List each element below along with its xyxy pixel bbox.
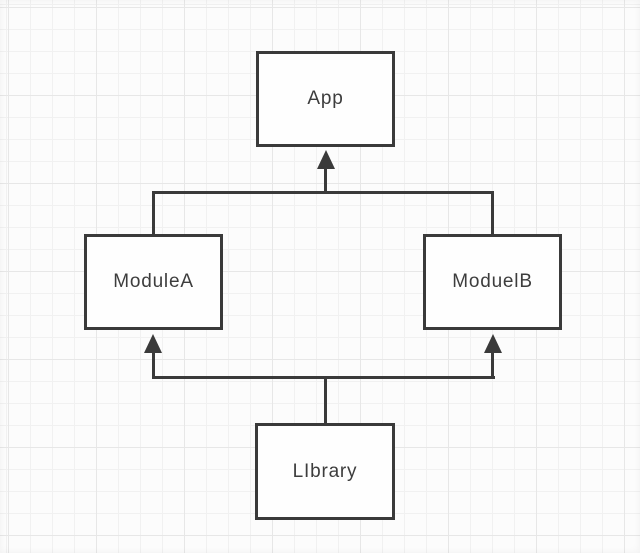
edge-library-to-modules-horizontal <box>152 376 495 379</box>
arrowhead-into-modulea-icon <box>144 334 162 353</box>
arrowhead-into-app-icon <box>317 150 335 169</box>
node-library-label: LIbrary <box>292 460 358 482</box>
node-modulea-label: ModuleA <box>113 271 194 292</box>
arrowhead-into-moduelb-icon <box>484 334 502 353</box>
node-app-label: App <box>307 88 344 109</box>
node-library: LIbrary <box>255 423 395 520</box>
edge-to-modulea-vertical <box>152 351 155 379</box>
edge-from-modulea-vertical <box>152 191 155 236</box>
edge-from-library-vertical <box>324 376 327 425</box>
edge-to-moduelb-vertical <box>491 351 494 379</box>
node-moduelb: ModuelB <box>423 234 562 330</box>
edge-from-moduelb-vertical <box>491 191 494 236</box>
node-app: App <box>256 51 395 147</box>
edge-to-app-vertical <box>324 166 327 194</box>
node-modulea: ModuleA <box>84 234 223 330</box>
edge-modules-to-app-horizontal <box>153 191 494 194</box>
node-moduelb-label: ModuelB <box>452 271 533 292</box>
